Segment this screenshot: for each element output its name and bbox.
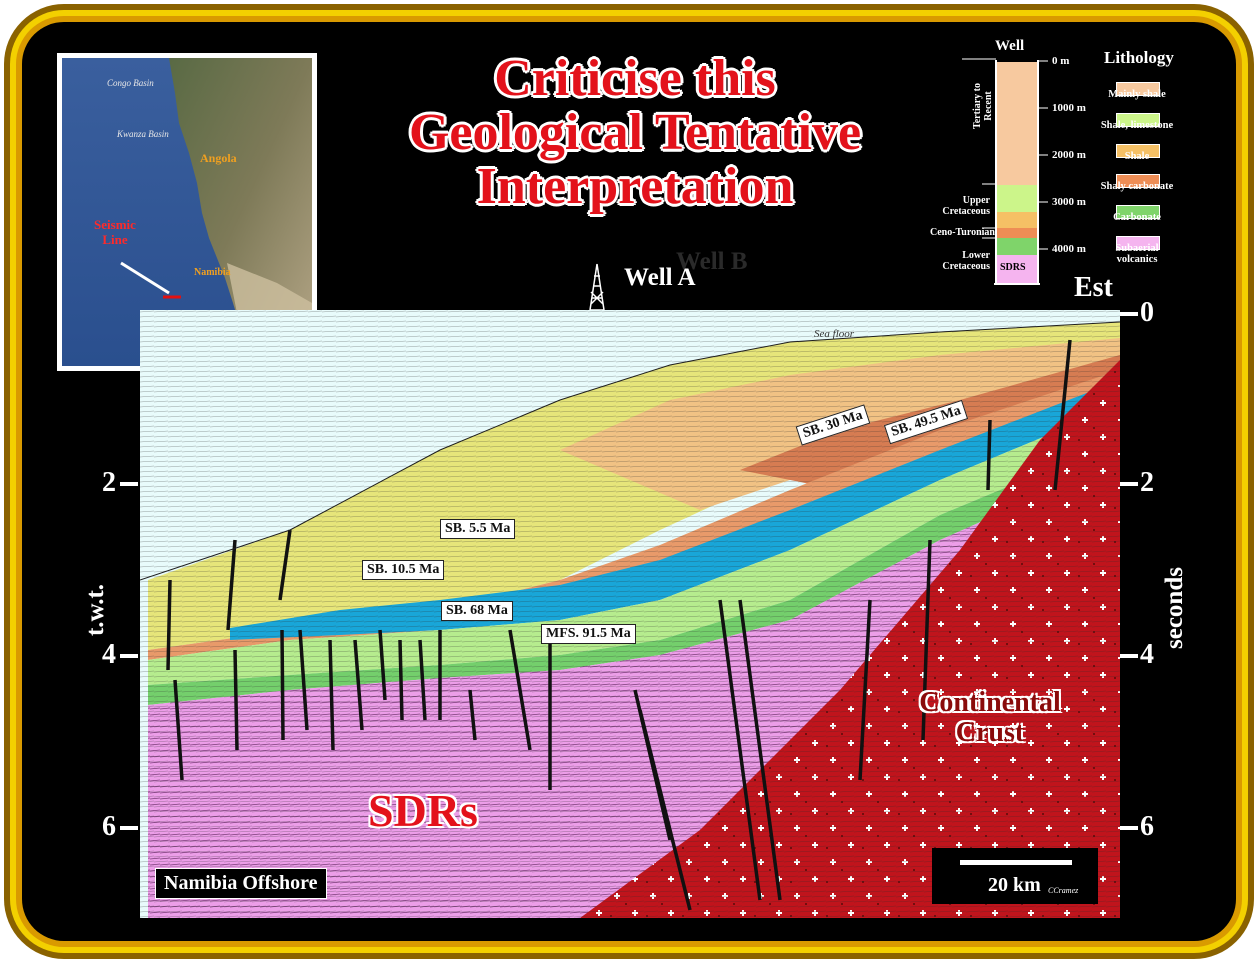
sea-floor-label: Sea floor — [814, 328, 855, 340]
left-tick-2: 2 — [102, 467, 116, 498]
scale-bar-box: 20 km CCramez — [932, 848, 1098, 904]
well-b-label: Well B — [676, 248, 748, 275]
depth-3000: 3000 m — [1052, 196, 1086, 208]
horizon-mfs-91-5: MFS. 91.5 Ma — [541, 624, 636, 644]
lithology-swatch — [1116, 144, 1160, 158]
lithology-name: Shale, limestone — [1100, 120, 1174, 131]
right-axis-label: seconds — [1161, 567, 1188, 649]
left-tick-6: 6 — [102, 811, 116, 842]
seismic-line-pointer — [120, 261, 170, 295]
lithology-swatch — [1116, 113, 1160, 127]
horizon-sb-10-5: SB. 10.5 Ma — [362, 560, 445, 580]
well-a-label: Well A — [624, 264, 696, 291]
tertiary-label: Tertiary to Recent — [972, 83, 994, 130]
continental-crust-label: Continental Crust — [919, 687, 1061, 748]
scale-bar-label: 20 km — [988, 874, 1041, 896]
kwanza-basin-label: Kwanza Basin — [116, 129, 169, 139]
depth-1000: 1000 m — [1052, 102, 1086, 114]
well-column-title: Well — [995, 38, 1025, 54]
credit-label: CCramez — [1048, 886, 1079, 895]
depth-0: 0 m — [1052, 55, 1070, 67]
lithology-name: Shale — [1124, 151, 1150, 162]
namibia-label: Namibia — [194, 267, 231, 278]
lower-cretaceous-label: Lower Cretaceous — [942, 250, 990, 272]
right-tick-0: 0 — [1140, 297, 1154, 328]
axes-ticks — [120, 312, 1138, 830]
right-tick-4: 4 — [1140, 639, 1154, 670]
title-line-3: Interpretation — [476, 158, 794, 215]
lithology-name: Mainly shale — [1108, 89, 1166, 100]
sdrs-label: SDRs — [368, 785, 478, 836]
direction-label: Est — [1074, 272, 1113, 303]
lithology-swatch — [1116, 205, 1160, 219]
horizon-sb-5-5: SB. 5.5 Ma — [440, 519, 516, 539]
upper-cretaceous-label: Upper Cretaceous — [942, 195, 990, 217]
lithology-name: Subaerial volcanics — [1115, 243, 1159, 265]
title-line-2: Geological Tentative — [408, 104, 862, 161]
seismic-line-label: Seismic Line — [94, 217, 136, 247]
page-title: Criticise this Geological Tentative Inte… — [360, 52, 910, 214]
depth-4000: 4000 m — [1052, 243, 1086, 255]
scale-bar — [960, 860, 1072, 865]
congo-basin-label: Congo Basin — [107, 78, 154, 88]
lithology-name: Shaly carbonate — [1100, 181, 1174, 192]
depth-2000: 2000 m — [1052, 149, 1086, 161]
sdrs-column-label: SDRS — [1000, 262, 1026, 273]
lithology-swatch — [1116, 236, 1160, 250]
well-column-diagram — [962, 58, 1048, 285]
angola-label: Angola — [200, 151, 237, 165]
lithology-title: Lithology — [1104, 48, 1174, 67]
lithology-swatch — [1116, 174, 1160, 188]
title-line-1: Criticise this — [494, 50, 776, 107]
lithology-name: Carbonate — [1113, 212, 1161, 223]
left-tick-4: 4 — [102, 639, 116, 670]
lithology-swatch — [1116, 82, 1160, 96]
right-tick-2: 2 — [1140, 467, 1154, 498]
left-axis-label: t.w.t. — [82, 583, 109, 637]
ceno-turonian-label: Ceno-Turonian — [929, 227, 995, 238]
region-label: Namibia Offshore — [155, 868, 327, 899]
right-tick-6: 6 — [1140, 811, 1154, 842]
horizon-sb-68: SB. 68 Ma — [441, 601, 513, 621]
